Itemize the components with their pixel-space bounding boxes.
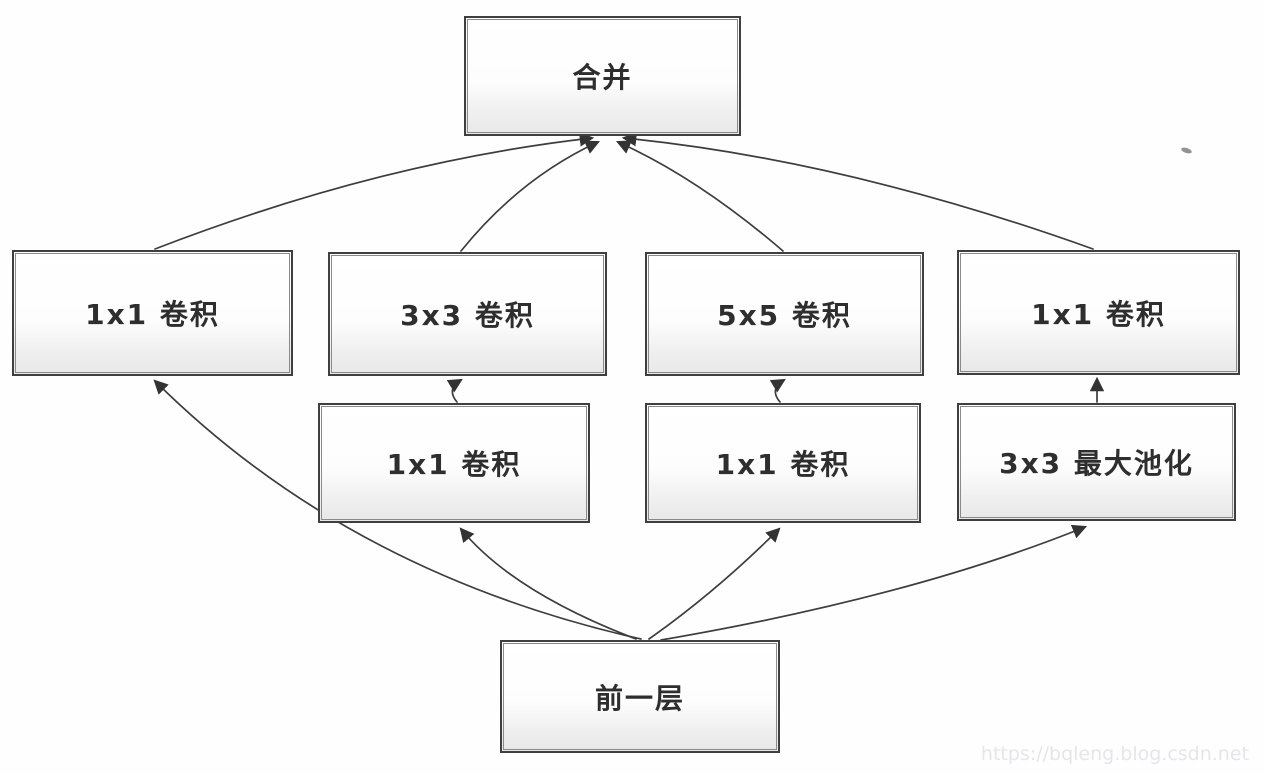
node-branch2-conv: 3x3 卷积 (328, 252, 607, 376)
node-branch3-conv: 5x5 卷积 (645, 252, 924, 376)
node-branch2-conv-label: 3x3 卷积 (400, 299, 535, 332)
edge-branch3conv-to-merge (616, 140, 784, 252)
node-merge-label: 合并 (572, 61, 633, 94)
edge-previous-to-branch1conv (153, 379, 642, 640)
node-branch2-reduce-label: 1x1 卷积 (386, 448, 522, 481)
node-branch4-maxpool: 3x3 最大池化 (957, 403, 1236, 521)
node-branch4-maxpool-label: 3x3 最大池化 (999, 447, 1194, 480)
watermark-text: https://bqleng.blog.csdn.net (980, 743, 1249, 765)
node-branch3-reduce: 1x1 卷积 (645, 403, 921, 523)
edge-branch3reduce-to-branch3conv (769, 378, 786, 403)
node-branch1-conv: 1x1 卷积 (12, 250, 293, 376)
node-merge: 合并 (464, 16, 741, 136)
node-branch1-conv-label: 1x1 卷积 (85, 298, 220, 331)
edge-previous-to-branch3reduce (648, 527, 781, 640)
node-previous-layer: 前一层 (500, 640, 780, 753)
node-previous-layer-label: 前一层 (594, 681, 685, 715)
edge-branch1conv-to-merge (154, 132, 595, 250)
node-branch4-conv-label: 1x1 卷积 (1031, 297, 1166, 331)
node-branch3-reduce-label: 1x1 卷积 (715, 448, 851, 481)
edge-previous-to-branch4pool (660, 524, 1088, 641)
edge-previous-to-branch2reduce (459, 527, 637, 640)
node-branch2-reduce: 1x1 卷积 (318, 403, 590, 523)
edge-branch2conv-to-merge (460, 140, 600, 252)
node-branch3-conv-label: 5x5 卷积 (717, 299, 852, 332)
edge-branch2reduce-to-branch2conv (446, 378, 463, 403)
edge-branch4conv-to-merge (621, 132, 1094, 250)
node-branch4-conv: 1x1 卷积 (957, 250, 1240, 375)
